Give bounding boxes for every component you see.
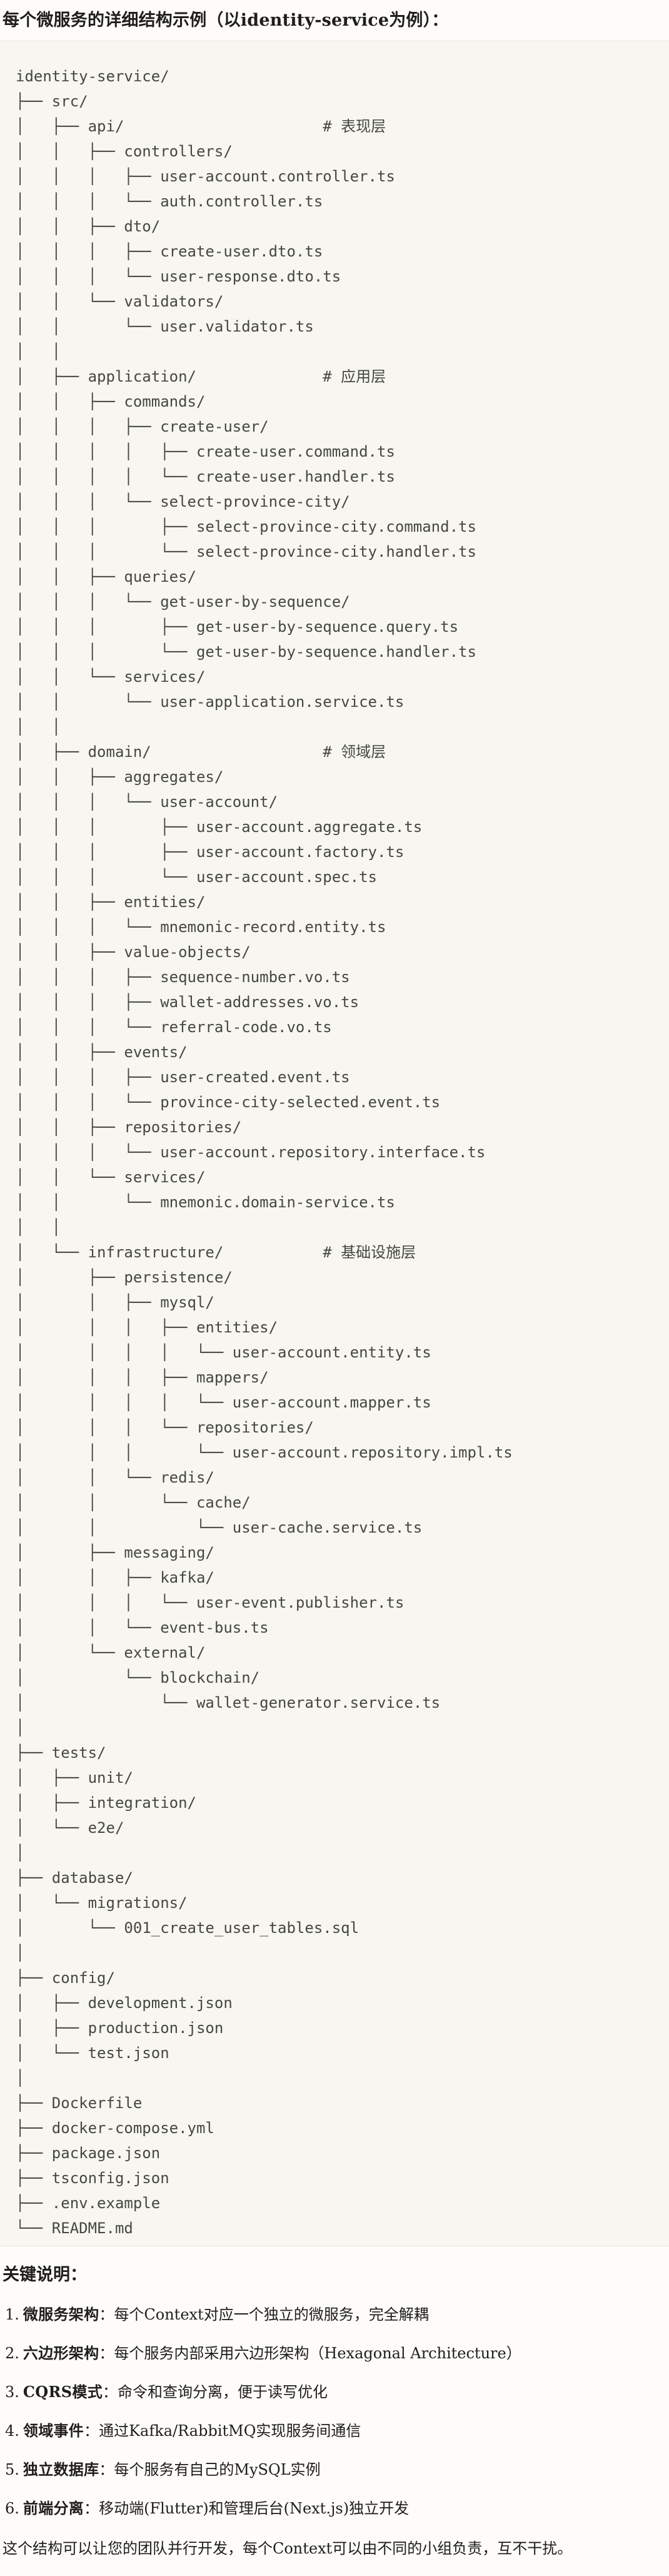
note-desc: ：每个服务内部采用六边形架构（Hexagonal Architecture）	[99, 2345, 521, 2362]
note-term: 前端分离	[23, 2499, 84, 2517]
note-desc: ：命令和查询分离，便于读写优化	[103, 2383, 328, 2401]
note-item-2: 2.六边形架构：每个服务内部采用六边形架构（Hexagonal Architec…	[3, 2341, 663, 2365]
note-marker: 2.	[5, 2345, 19, 2362]
note-item-6: 6.前端分离：移动端(Flutter)和管理后台(Next.js)独立开发	[3, 2497, 663, 2520]
note-desc: ：每个服务有自己的MySQL实例	[99, 2461, 321, 2478]
note-term: 领域事件	[23, 2421, 84, 2440]
note-term: CQRS模式	[23, 2383, 103, 2401]
note-desc: ：每个Context对应一个独立的微服务，完全解耦	[99, 2306, 429, 2323]
note-term: 微服务架构	[23, 2305, 99, 2323]
key-notes-section: 关键说明： 1.微服务架构：每个Context对应一个独立的微服务，完全解耦 2…	[0, 2246, 669, 2576]
note-term: 独立数据库	[23, 2460, 99, 2478]
note-desc: ：移动端(Flutter)和管理后台(Next.js)独立开发	[84, 2500, 410, 2517]
note-item-1: 1.微服务架构：每个Context对应一个独立的微服务，完全解耦	[3, 2303, 663, 2326]
note-term: 六边形架构	[23, 2344, 99, 2362]
directory-tree: identity-service/ ├── src/ │ ├── api/ # …	[16, 68, 513, 2237]
code-block: identity-service/ ├── src/ │ ├── api/ # …	[0, 41, 669, 2246]
note-desc: ：通过Kafka/RabbitMQ实现服务间通信	[84, 2422, 361, 2440]
note-marker: 6.	[5, 2500, 19, 2517]
page-title: 每个微服务的详细结构示例（以identity-service为例）：	[3, 11, 449, 30]
note-marker: 4.	[5, 2422, 19, 2440]
note-item-4: 4.领域事件：通过Kafka/RabbitMQ实现服务间通信	[3, 2419, 663, 2443]
note-marker: 5.	[5, 2461, 19, 2478]
note-item-5: 5.独立数据库：每个服务有自己的MySQL实例	[3, 2458, 663, 2482]
closing-paragraph: 这个结构可以让您的团队并行开发，每个Context可以由不同的小组负责，互不干扰…	[3, 2540, 573, 2557]
notes-heading: 关键说明：	[3, 2265, 87, 2284]
note-item-3: 3.CQRS模式：命令和查询分离，便于读写优化	[3, 2380, 663, 2404]
note-marker: 1.	[5, 2306, 19, 2323]
note-marker: 3.	[5, 2383, 19, 2401]
